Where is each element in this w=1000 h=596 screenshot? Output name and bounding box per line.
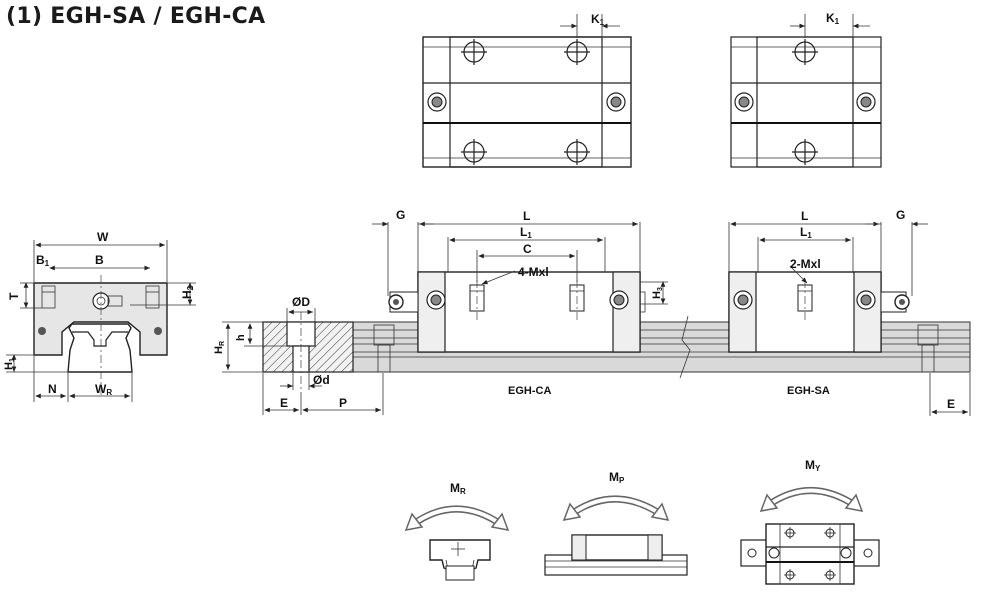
hr-label: HR [213,341,226,354]
h-label: h [235,334,247,341]
k1-label-2: K1 [826,11,840,26]
moment-my: MY [740,458,880,585]
l1-label-ca: L1 [520,225,532,240]
e-label-right: E [947,397,955,411]
wr-label: WR [95,382,112,397]
g-label-ca: G [396,208,405,222]
n-label: N [48,382,57,396]
top-view-ca: K1 [422,12,632,168]
l-label-sa: L [801,209,808,223]
mp-label: MP [609,470,625,485]
l-label-ca: L [523,209,530,223]
c-label: C [523,242,532,256]
k1-label-1: K1 [591,12,605,27]
moment-mr: MR [404,481,510,581]
egh-ca-label: EGH-CA [508,385,551,397]
m2-label: 2-Mxl [790,257,821,271]
mr-label: MR [450,481,466,496]
egh-sa-label: EGH-SA [787,385,830,397]
g-label-sa: G [896,208,905,222]
section-title: (1) EGH-SA / EGH-CA [6,4,266,29]
moment-mp: MP [544,470,688,576]
b-label: B [95,253,104,267]
my-label: MY [805,458,821,473]
end-view: W B B1 T H2 H1 [3,230,196,402]
top-view-sa: K1 [730,11,882,168]
w-label: W [97,230,109,244]
p-label: P [339,396,347,410]
m4-label: 4-Mxl [518,265,549,279]
od-big-label: ØD [292,295,310,309]
h2-label: H2 [180,285,195,299]
b1-label: B1 [36,253,50,268]
side-view: L G L1 C 4-Mxl H3 L G L1 [213,208,971,416]
e-label-left: E [280,396,288,410]
h3-label: H3 [651,287,664,299]
t-label: T [7,292,21,300]
od-small-label: Ød [313,373,330,387]
h1-label: H1 [3,358,16,370]
l1-label-sa: L1 [800,225,812,240]
